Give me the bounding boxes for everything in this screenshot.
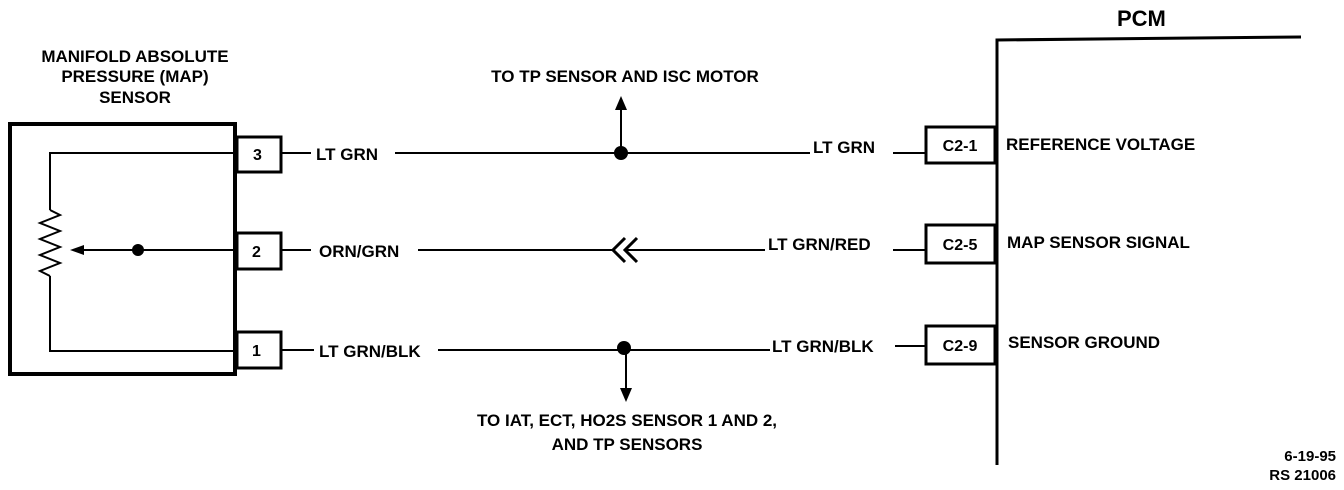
pcm-pin-c2-5: C2-5 bbox=[943, 237, 978, 254]
wire-reference-voltage bbox=[281, 96, 926, 160]
pcm-title: PCM bbox=[1117, 6, 1166, 31]
branch-up-label: TO TP SENSOR AND ISC MOTOR bbox=[491, 67, 759, 86]
potentiometer-symbol bbox=[37, 152, 237, 352]
pcm-wire-1-label: LT GRN bbox=[813, 138, 875, 157]
pcm-outline bbox=[995, 35, 1302, 465]
sensor-pin-3: 3 bbox=[253, 147, 262, 164]
sensor-pin-1: 1 bbox=[252, 343, 261, 360]
sensor-title-line2: PRESSURE (MAP) bbox=[61, 67, 208, 86]
pcm-pin-c2-5-box bbox=[924, 223, 997, 265]
branch-down-label-line2: AND TP SENSORS bbox=[552, 435, 703, 454]
footer-date: 6-19-95 bbox=[1284, 448, 1336, 465]
pcm-pin-c2-1-box bbox=[924, 125, 997, 165]
pcm-pin-c2-9-box bbox=[924, 324, 997, 366]
sensor-wire-2-label: ORN/GRN bbox=[319, 242, 399, 261]
sensor-title-line1: MANIFOLD ABSOLUTE bbox=[41, 47, 228, 66]
footer-ref: RS 21006 bbox=[1269, 467, 1336, 484]
sensor-pin-3-box bbox=[235, 135, 283, 174]
arrow-up-icon bbox=[615, 96, 627, 110]
wire-sensor-ground bbox=[281, 341, 926, 402]
function-sensor-ground: SENSOR GROUND bbox=[1008, 333, 1160, 352]
function-reference-voltage: REFERENCE VOLTAGE bbox=[1006, 135, 1195, 154]
splice-dot-lower bbox=[617, 341, 631, 355]
sensor-title-line3: SENSOR bbox=[99, 88, 171, 107]
sensor-wire-3-label: LT GRN bbox=[316, 145, 378, 164]
pcm-pin-c2-9: C2-9 bbox=[943, 338, 978, 355]
arrow-down-icon bbox=[620, 388, 632, 402]
branch-down-label-line1: TO IAT, ECT, HO2S SENSOR 1 AND 2, bbox=[477, 411, 777, 430]
pcm-pin-c2-1: C2-1 bbox=[943, 138, 978, 155]
sensor-pin-2: 2 bbox=[252, 244, 261, 261]
connector-chevron-icon bbox=[610, 236, 639, 264]
function-map-sensor-signal: MAP SENSOR SIGNAL bbox=[1007, 233, 1190, 252]
wire-map-signal bbox=[281, 236, 926, 264]
pcm-wire-5-label: LT GRN/RED bbox=[768, 235, 871, 254]
pcm-wire-9-label: LT GRN/BLK bbox=[772, 337, 874, 356]
sensor-wire-1-label: LT GRN/BLK bbox=[319, 342, 421, 361]
